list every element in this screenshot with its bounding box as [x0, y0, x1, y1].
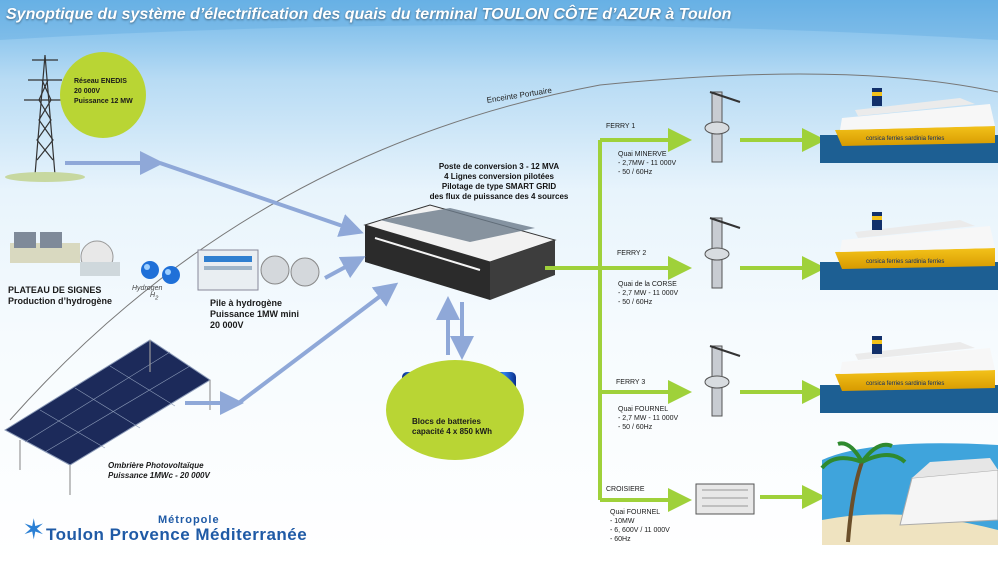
pv-label: Ombrière Photovoltaïque Puissance 1MWc -… — [108, 461, 210, 480]
hydrogen-molecule-label: Hydrogen H2 — [132, 285, 163, 302]
ship-brand-2: corsica ferries sardinia ferries — [866, 259, 945, 265]
ferry-3-name: FERRY 3 — [616, 379, 646, 386]
logo-name: Toulon Provence Méditerranée — [46, 525, 308, 544]
ferry-ship-icon-2 — [820, 212, 998, 290]
pv-canopy-icon — [4, 339, 211, 495]
input-arrows — [65, 151, 474, 415]
enedis-label: Réseau ENEDIS 20 000V Puissance 12 MW — [74, 78, 133, 105]
croisiere-specs: Quai FOURNEL - 10MW - 6, 600V / 11 000V … — [610, 509, 670, 543]
ferry-ship-icon-3 — [820, 336, 998, 413]
pylon-ground — [5, 172, 85, 182]
hydrogen-molecule-icon — [141, 261, 180, 284]
cruise-ship-icon — [820, 441, 998, 545]
ferry-ship-icon-1 — [820, 88, 998, 163]
pylon-icon — [24, 54, 66, 176]
batteries-badge — [386, 360, 524, 460]
cable-reel-icon-1 — [704, 91, 741, 163]
logo-star-icon: ✶ — [22, 514, 46, 545]
hydrogen-plant-icon — [10, 232, 120, 276]
header-band — [0, 0, 998, 40]
ferry-3-specs: Quai FOURNEL - 2,7 MW - 11 000V - 50 / 6… — [618, 406, 679, 431]
hydrogen-plant-label: PLATEAU DE SIGNES Production d’hydrogène — [8, 285, 113, 306]
ship-brand-3: corsica ferries sardinia ferries — [866, 381, 945, 387]
fuel-cell-icon — [197, 249, 320, 291]
ship-brand-1: corsica ferries sardinia ferries — [866, 136, 945, 142]
cable-reel-icon-2 — [704, 217, 741, 289]
batteries-label: Blocs de batteries capacité 4 x 850 kWh — [412, 417, 493, 436]
ferry-1-name: FERRY 1 — [606, 123, 636, 130]
enceinte-arc — [9, 73, 998, 421]
output-lines — [545, 128, 826, 512]
ferry-2-name: FERRY 2 — [617, 250, 647, 257]
enedis-badge — [60, 52, 146, 138]
croisiere-name: CROISIERE — [606, 486, 645, 493]
fuel-cell-label: Pile à hydrogène Puissance 1MW mini 20 0… — [210, 298, 300, 330]
logo-metropole: Métropole — [158, 514, 220, 526]
conversion-station-icon — [363, 204, 557, 300]
cruise-connector-icon — [695, 483, 755, 515]
ferry-2-specs: Quai de la CORSE - 2,7 MW - 11 000V - 50… — [618, 281, 679, 306]
poste-label: Poste de conversion 3 - 12 MVA 4 Lignes … — [429, 162, 569, 201]
page-title: Synoptique du système d’électrification … — [6, 6, 732, 23]
cable-reel-icon-3 — [704, 345, 741, 417]
ferry-1-specs: Quai MINERVE - 2,7MW - 11 000V - 50 / 60… — [618, 151, 677, 176]
